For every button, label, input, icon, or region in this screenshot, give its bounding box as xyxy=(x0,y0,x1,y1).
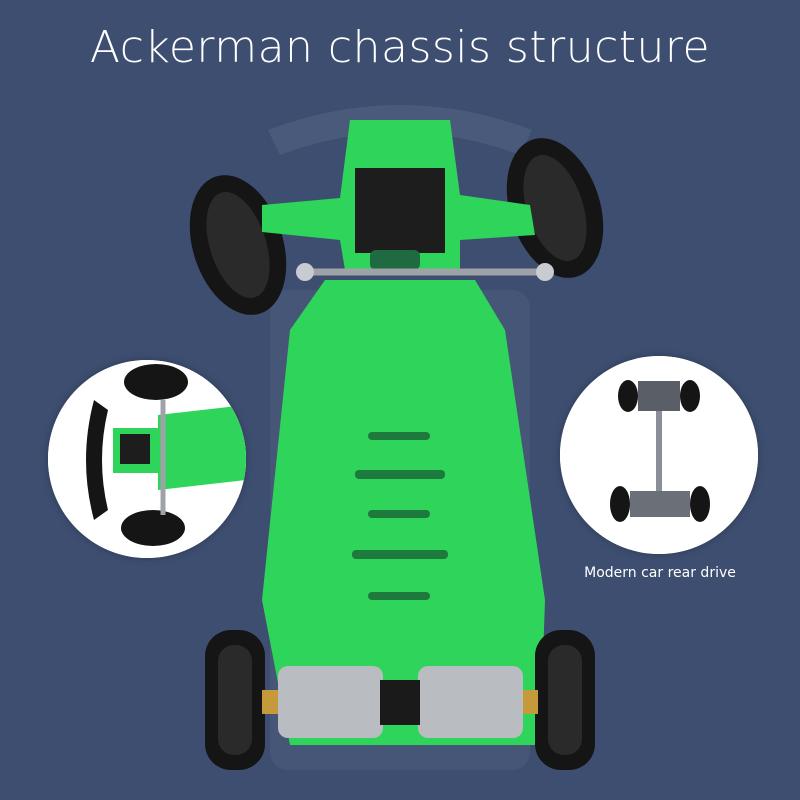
servo-closeup-image xyxy=(48,360,246,558)
rear-left-wheel xyxy=(205,630,265,770)
servo xyxy=(355,168,445,253)
page-title: Ackerman chassis structure xyxy=(89,22,711,73)
servo-closeup-inset xyxy=(48,360,246,558)
rear-motors xyxy=(262,666,538,738)
rear-drive-caption: Modern car rear drive xyxy=(584,565,736,581)
plate-slots xyxy=(352,432,448,600)
servo-horn xyxy=(370,250,420,270)
rear-drive-image xyxy=(560,356,758,554)
rear-drive-inset xyxy=(560,356,758,554)
rear-right-wheel xyxy=(535,630,595,770)
front-right-wheel xyxy=(506,138,604,278)
